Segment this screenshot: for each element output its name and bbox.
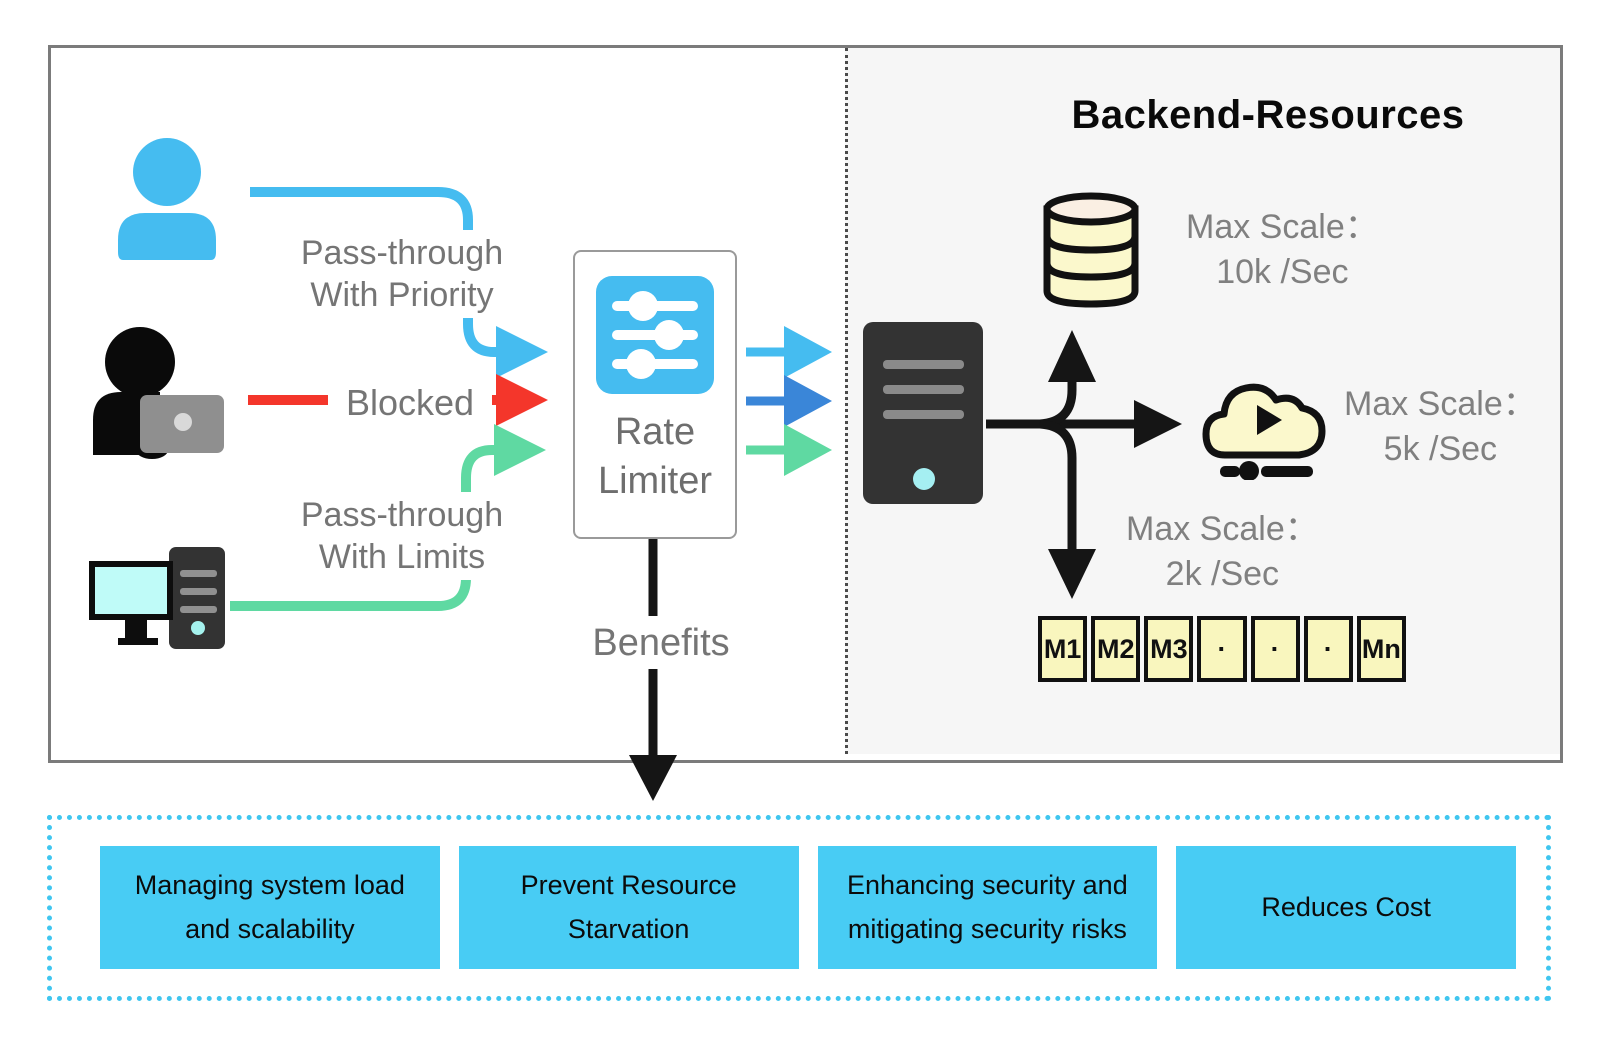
blocked-label: Blocked — [328, 379, 492, 428]
rate-limiter-label: Rate Limiter — [597, 411, 713, 503]
server-icon — [863, 322, 983, 504]
machine-cell: Mn — [1356, 616, 1406, 682]
benefits-panel: Managing system load and scalability Pre… — [47, 815, 1551, 1001]
pass-through-priority-label: Pass-through With Priority — [262, 230, 542, 319]
benefit-card-cost: Reduces Cost — [1176, 846, 1516, 969]
benefit-card-security: Enhancing security and mitigating securi… — [817, 846, 1158, 969]
desktop-computer-icon — [89, 547, 225, 649]
benefit-card-starvation: Prevent Resource Starvation — [458, 846, 799, 969]
benefit-card-scalability: Managing system load and scalability — [100, 846, 440, 969]
machine-cell: · — [1197, 616, 1247, 682]
pass-through-limits-label: Pass-through With Limits — [262, 492, 542, 581]
rate-limiter-node: Rate Limiter — [573, 250, 737, 539]
machines-max-scale-label: Max Scale： 2k /Sec — [1126, 510, 1319, 593]
hacker-user-icon — [93, 327, 224, 459]
machine-cell: · — [1303, 616, 1353, 682]
database-icon — [1043, 192, 1139, 308]
cloud-media-icon — [1202, 383, 1326, 480]
db-max-scale-label: Max Scale： 10k /Sec — [1186, 208, 1379, 291]
machine-cell: M2 — [1091, 616, 1141, 682]
machine-cell: M3 — [1144, 616, 1194, 682]
user-icon — [118, 138, 216, 260]
machine-cell: · — [1250, 616, 1300, 682]
backend-resources-title: Backend-Resources — [1071, 93, 1465, 137]
benefits-label: Benefits — [580, 618, 742, 670]
cloud-max-scale-label: Max Scale： 5k /Sec — [1344, 385, 1537, 468]
sliders-icon — [596, 276, 714, 394]
machine-cell: M1 — [1038, 616, 1088, 682]
machine-row: M1 M2 M3 · · · Mn — [1038, 616, 1406, 682]
benefit-strip: Managing system load and scalability Pre… — [100, 846, 1516, 969]
